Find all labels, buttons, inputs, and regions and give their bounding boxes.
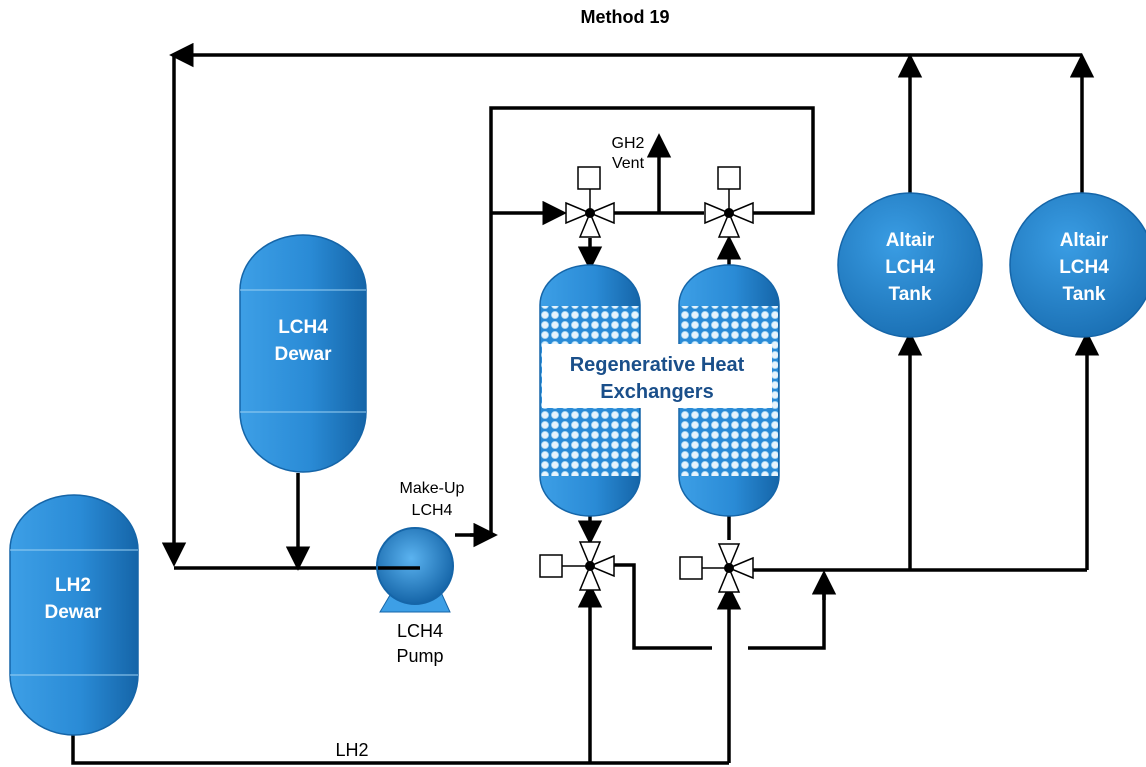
altair-tank-2-label-2: LCH4	[1059, 257, 1109, 278]
altair-tank-1-label-1: Altair	[886, 230, 935, 251]
valve-bottom-right[interactable]	[679, 543, 754, 593]
diagram-title: Method 19	[580, 7, 669, 27]
altair-tank-2-label-1: Altair	[1060, 230, 1109, 251]
valve-top-left[interactable]	[565, 166, 615, 238]
make-up-label-1: Make-Up	[400, 480, 465, 497]
altair-tank-1-label-3: Tank	[889, 284, 932, 305]
gh2-vent-label-2: Vent	[612, 155, 645, 172]
lh2-dewar-label-1: LH2	[55, 575, 91, 596]
lch4-dewar-label-1: LCH4	[278, 317, 328, 338]
crossover-right	[748, 578, 826, 650]
pump-label-1: LCH4	[397, 621, 443, 641]
lh2-line	[71, 733, 729, 765]
altair-tank-2: Altair LCH4 Tank	[1009, 192, 1146, 338]
lch4-pump	[376, 527, 454, 613]
valve-bottom-left[interactable]	[539, 541, 615, 591]
lh2-dewar-label-2: Dewar	[44, 602, 102, 623]
pump-label-2: Pump	[396, 646, 443, 666]
altair-tank-1: Altair LCH4 Tank	[837, 192, 983, 338]
altair-tank-2-label-3: Tank	[1063, 284, 1106, 305]
piping	[71, 42, 1100, 765]
valve-top-right[interactable]	[704, 166, 754, 238]
hx-label-2: Exchangers	[600, 381, 713, 403]
altair-tank-1-label-2: LCH4	[885, 257, 935, 278]
gh2-vent-label-1: GH2	[612, 135, 645, 152]
crossover-left	[614, 563, 712, 650]
hx-label-1: Regenerative Heat	[570, 354, 745, 376]
lh2-dewar: LH2 Dewar	[9, 494, 139, 736]
lch4-dewar-label-2: Dewar	[274, 344, 332, 365]
lh2-line-label: LH2	[335, 740, 368, 760]
hx-label-box	[542, 344, 772, 408]
make-up-label-2: LCH4	[412, 502, 453, 519]
lch4-dewar: LCH4 Dewar	[239, 234, 367, 473]
